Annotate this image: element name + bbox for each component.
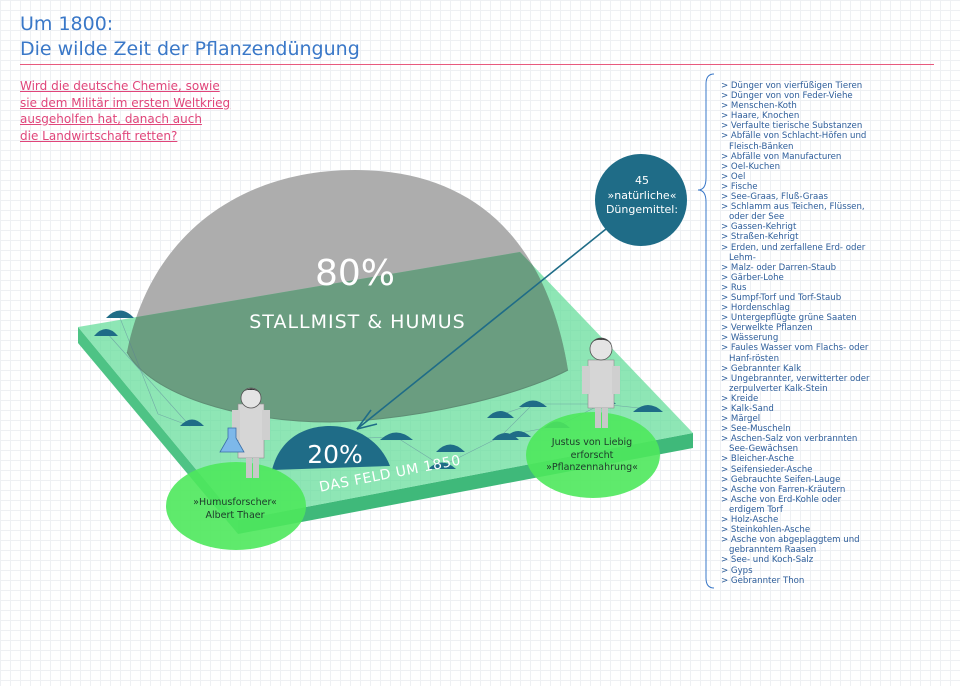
fertilizer-item: > Gebrauchte Seifen-Lauge	[721, 474, 841, 485]
fertilizer-item: Hanf-rösten	[729, 353, 780, 364]
bubble-45-text: 45 »natürliche« Düngemittel:	[592, 174, 692, 218]
thaer-label: »Humusforscher« Albert Thaer	[160, 497, 310, 522]
fertilizer-item: > Gärber-Lohe	[721, 272, 784, 283]
fertilizer-item: zerpulverter Kalk-Stein	[729, 383, 828, 394]
title-line-subtitle: Die wilde Zeit der Pflanzendüngung	[20, 38, 360, 60]
bubble-label-duengemittel: Düngemittel:	[605, 203, 679, 216]
arrow-head	[356, 409, 378, 430]
liebig-label: Justus von Liebig erforscht »Pflanzennah…	[527, 437, 657, 475]
small-mound	[633, 405, 663, 412]
fertilizer-item: > Ungebrannter, verwitterter oder	[721, 373, 870, 384]
fertilizer-item: > Abfälle von Schlacht-Höfen und	[721, 131, 867, 142]
fertilizer-item: > Verwelkte Pflanzen	[721, 323, 813, 334]
small-mound	[428, 462, 456, 469]
fertilizer-item: > Malz- oder Darren-Staub	[721, 262, 837, 273]
fertilizer-item: > Rus	[721, 282, 747, 293]
fertilizer-item: > Verfaulte tierische Substanzen	[721, 121, 863, 132]
question-line: sie dem Militär im ersten Weltkrieg	[20, 95, 231, 110]
fertilizer-item: > Oel	[721, 171, 746, 182]
arrow-line	[356, 224, 612, 430]
title-divider	[20, 64, 934, 65]
fertilizer-item: > Asche von Erd-Kohle oder	[721, 494, 842, 505]
liebig-topic: »Pflanzennahrung«	[546, 462, 638, 473]
title-line-year: Um 1800:	[20, 13, 114, 35]
fertilizer-item: > See-Graas, Fluß-Graas	[721, 192, 829, 203]
small-mound	[506, 431, 531, 437]
fertilizer-item: > Fische	[721, 181, 758, 192]
fertilizer-item: > Dünger von von Feder-Viehe	[721, 91, 853, 102]
fertilizer-item: > Steinkohlen-Asche	[721, 525, 811, 536]
fertilizer-item: > Aschen-Salz von verbrannten	[721, 434, 858, 445]
small-mound	[492, 433, 519, 440]
bubble-45	[595, 154, 687, 246]
fertilizer-item: > Erden, und zerfallene Erd- oder	[721, 242, 866, 253]
fertilizer-list: > Dünger von vierfüßigen Tieren> Dünger …	[721, 81, 941, 586]
thaer-circle	[166, 462, 306, 550]
question-link[interactable]: Wird die deutsche Chemie, sowie sie dem …	[20, 78, 250, 144]
fertilizer-item: > Untergepflügte grüne Saaten	[721, 313, 857, 324]
fertilizer-item: gebranntem Raasen	[729, 545, 817, 556]
small-mound	[487, 411, 514, 418]
fertilizer-item: > Gebrannter Thon	[721, 575, 805, 586]
fertilizer-item: > Kalk-Sand	[721, 404, 774, 414]
fertilizer-item: erdigem Torf	[729, 504, 783, 515]
bubble-label-natuerliche: »natürliche«	[607, 188, 677, 202]
fertilizer-item: > Abfälle von Manufacturen	[721, 151, 842, 162]
brace-icon	[697, 73, 715, 589]
fertilizer-item: > Menschen-Koth	[721, 101, 797, 112]
thaer-name: Albert Thaer	[205, 509, 265, 521]
mound-large-percent: 80%	[314, 253, 395, 294]
fertilizer-item: oder der See	[729, 212, 785, 223]
liebig-figure	[582, 337, 620, 428]
fertilizer-item: > Haare, Knochen	[721, 111, 800, 122]
fertilizer-item: > Seifensieder-Asche	[721, 464, 813, 475]
liebig-verb: erforscht	[570, 449, 614, 461]
mound-base-edge	[126, 351, 569, 423]
fertilizer-item: > Bleicher-Asche	[721, 454, 795, 465]
fertilizer-item: > Wässerung	[721, 333, 779, 344]
question-line: ausgeholfen hat, danach auch	[20, 112, 202, 126]
fertilizer-item: > Märgel	[721, 414, 761, 425]
fertilizer-item: > Hordenschlag	[721, 303, 790, 314]
small-mound	[436, 444, 465, 452]
fertilizer-item: > Kreide	[721, 393, 759, 404]
mound-small-percent: 20%	[307, 440, 363, 469]
fertilizer-item: Fleisch-Bänken	[729, 141, 794, 152]
thaer-figure	[219, 387, 270, 478]
small-mound	[94, 329, 118, 336]
small-mound	[380, 432, 413, 440]
fertilizer-item: > Gyps	[721, 565, 753, 576]
fertilizer-item: > Dünger von vierfüßigen Tieren	[721, 81, 863, 91]
question-line: Wird die deutsche Chemie, sowie	[20, 79, 220, 93]
liebig-circle	[526, 412, 660, 498]
fertilizer-item: Lehm-	[729, 252, 756, 263]
fertilizer-item: > Sumpf-Torf und Torf-Staub	[721, 292, 842, 303]
bubble-count: 45	[635, 174, 649, 187]
fertilizer-item: > Gassen-Kehrigt	[721, 222, 797, 233]
liebig-name: Justus von Liebig	[551, 437, 633, 448]
mound-small-teal	[272, 426, 390, 470]
fertilizer-item: > Asche von abgeplaggtem und	[721, 535, 860, 546]
fertilizer-item: > Schlamm aus Teichen, Flüssen,	[721, 202, 865, 213]
small-mound	[519, 400, 547, 407]
small-mound	[180, 419, 204, 426]
fertilizer-item: > Faules Wasser vom Flachs- oder	[721, 343, 869, 354]
fertilizer-item: > See-Muscheln	[721, 424, 791, 435]
fertilizer-item: > Gebrannter Kalk	[721, 363, 802, 374]
fertilizer-item: > Straßen-Kehrigt	[721, 232, 799, 243]
thaer-role: »Humusforscher«	[193, 497, 277, 508]
small-mound	[106, 310, 134, 318]
mound-large-overlap	[127, 252, 568, 422]
fertilizer-item: See-Gewächsen	[729, 444, 799, 455]
fertilizer-item: > Oel-Kuchen	[721, 161, 781, 172]
fertilizer-item: > Asche von Farren-Kräutern	[721, 484, 846, 495]
fertilizer-item: > See- und Koch-Salz	[721, 555, 814, 566]
mound-large-label: STALLMIST & HUMUS	[249, 311, 466, 333]
flask-icon	[219, 427, 245, 453]
fertilizer-item: > Holz-Asche	[721, 515, 779, 526]
question-line: die Landwirtschaft retten?	[20, 128, 178, 143]
